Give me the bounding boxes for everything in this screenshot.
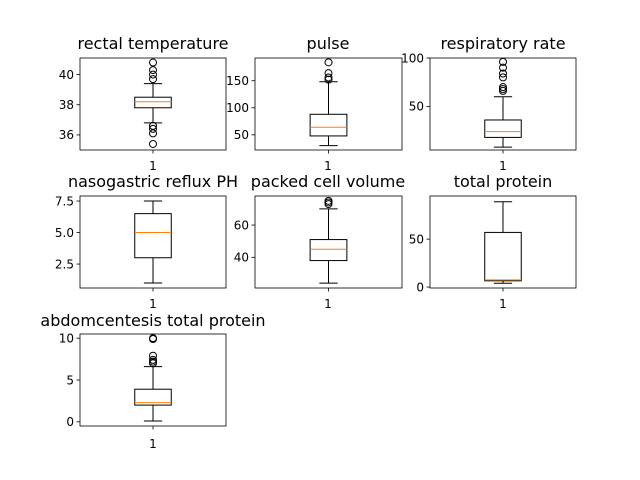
outlier-point <box>499 63 507 72</box>
subplot-title: packed cell volume <box>251 172 405 191</box>
outlier-point <box>499 86 507 95</box>
subplot-respiratory-rate: 50 100 respiratory rate 1 <box>401 34 577 173</box>
y-tick-label: 40 <box>59 68 74 82</box>
x-tick-label: 1 <box>149 159 157 173</box>
axes-frame <box>79 57 227 151</box>
y-tick-label: 60 <box>234 218 249 232</box>
box-iqr <box>484 231 522 282</box>
y-tick-label: 150 <box>226 74 249 88</box>
subplot-title: nasogastric reflux PH <box>68 172 238 191</box>
x-tick-label: 1 <box>149 437 157 451</box>
y-tick-label: 5.0 <box>55 226 74 240</box>
outlier-point <box>324 200 333 209</box>
subplot-nasogastric-reflux-ph: 2.5 5.0 7.5 nasogastric reflux PH 1 <box>55 172 238 311</box>
outlier-point <box>149 75 157 84</box>
outlier-point <box>324 69 333 78</box>
x-tick-label: 1 <box>499 297 507 311</box>
subplot-total-protein: 0 50 total protein 1 <box>409 172 577 311</box>
y-tick-label: 10 <box>59 331 74 345</box>
subplot-abdomcentesis-total-protein: 0 5 10 abdomcentesis total protein 1 <box>40 311 265 451</box>
x-tick-label: 1 <box>499 159 507 173</box>
y-tick-label: 100 <box>226 101 249 115</box>
outlier-point <box>149 139 157 148</box>
outlier-point <box>499 84 507 93</box>
outlier-point <box>149 335 157 344</box>
y-tick-label: 5 <box>66 373 74 387</box>
subplot-title: total protein <box>454 172 553 191</box>
subplot-title: abdomcentesis total protein <box>40 311 265 330</box>
y-tick-label: 2.5 <box>55 257 74 271</box>
x-tick-label: 1 <box>149 297 157 311</box>
y-tick-label: 0 <box>66 415 74 429</box>
outlier-point <box>149 70 157 79</box>
outlier-point <box>324 73 333 82</box>
subplot-packed-cell-volume: 40 60 packed cell volume 1 <box>234 172 406 311</box>
y-tick-label: 0 <box>416 280 424 294</box>
outlier-point <box>499 57 507 66</box>
outlier-point <box>149 58 157 67</box>
box-iqr <box>309 239 348 262</box>
y-tick-label: 50 <box>409 100 424 114</box>
outlier-point <box>499 83 507 92</box>
y-tick-label: 38 <box>59 98 74 112</box>
box-iqr <box>134 96 172 109</box>
x-tick-label: 1 <box>324 159 332 173</box>
outlier-point <box>324 58 333 67</box>
subplot-title: pulse <box>307 34 350 53</box>
y-tick-label: 50 <box>409 232 424 246</box>
outlier-point <box>149 124 157 133</box>
x-tick-label: 1 <box>324 297 332 311</box>
y-tick-label: 36 <box>59 128 74 142</box>
box-iqr <box>484 119 522 138</box>
outlier-point <box>324 75 333 84</box>
subplot-title: respiratory rate <box>440 34 565 53</box>
y-tick-label: 50 <box>234 128 249 142</box>
outlier-point <box>149 121 157 130</box>
subplot-pulse: 50 100 150 pulse 1 <box>226 34 403 173</box>
outlier-point <box>499 69 507 78</box>
outlier-point <box>149 129 157 138</box>
outlier-point <box>499 73 507 82</box>
outlier-point <box>149 351 157 360</box>
outlier-point <box>149 359 157 368</box>
y-tick-label: 40 <box>234 251 249 265</box>
box-iqr <box>134 213 172 259</box>
subplot-rectal-temperature: 36 38 40 rectal temperature 1 <box>59 34 229 173</box>
y-tick-label: 100 <box>401 51 424 65</box>
box-iqr <box>309 113 348 137</box>
y-tick-label: 7.5 <box>55 194 74 208</box>
subplot-title: rectal temperature <box>77 34 228 53</box>
outlier-point <box>149 66 157 75</box>
box-iqr <box>134 388 172 406</box>
